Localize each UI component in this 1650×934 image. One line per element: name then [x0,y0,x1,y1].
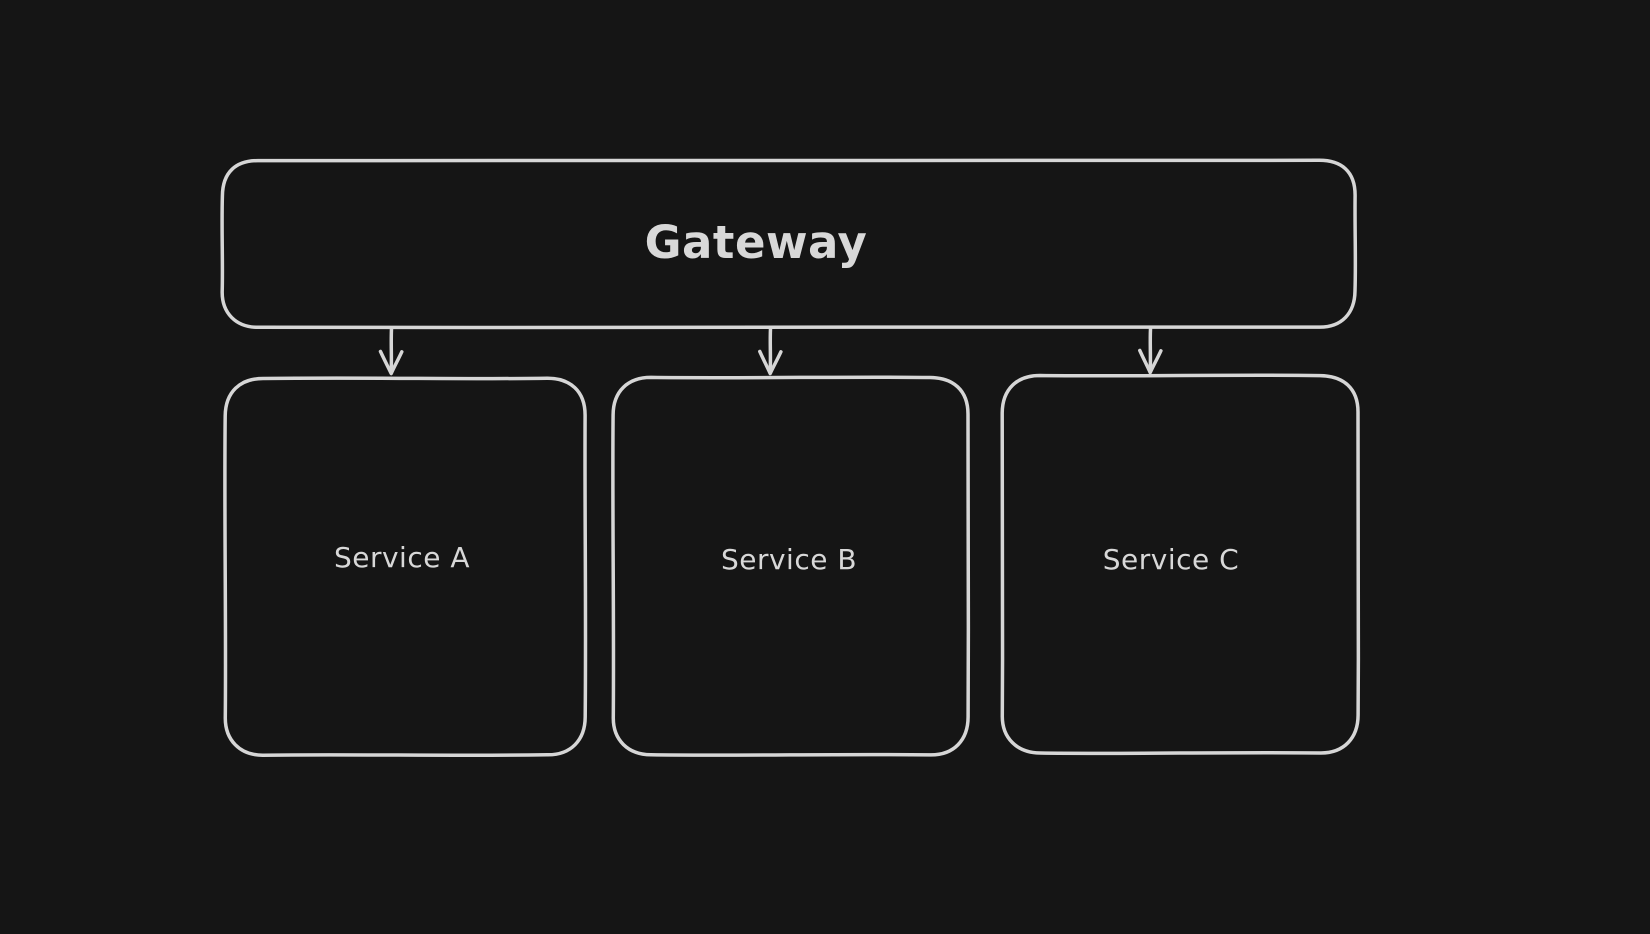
gateway-label: Gateway [644,216,868,269]
arrow-gateway-to-service-b[interactable] [758,326,783,376]
arrow-gateway-to-service-c[interactable] [1138,327,1163,375]
gateway-box[interactable] [220,158,1358,330]
arrow-gateway-to-service-a[interactable] [378,326,404,376]
service-c-box[interactable] [1000,373,1361,756]
service-b-label: Service B [720,543,858,576]
service-c-label: Service C [1102,543,1240,576]
service-a-label: Service A [333,541,471,574]
service-a-box[interactable] [223,376,588,758]
service-b-box[interactable] [611,375,971,757]
